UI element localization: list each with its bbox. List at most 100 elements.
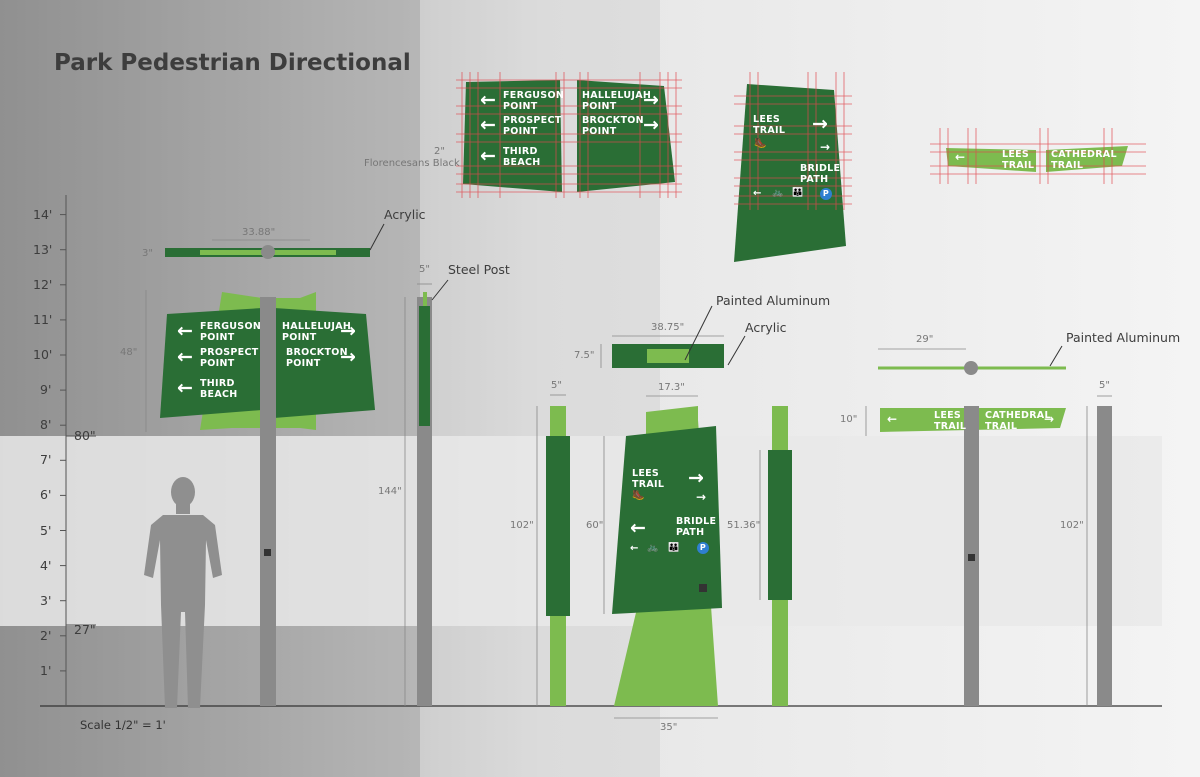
sign4-arrow-bridle: ←: [630, 517, 646, 539]
sign6-arrow-left: ←: [887, 412, 898, 426]
sign1-post: [260, 297, 276, 706]
sign5-panel: [768, 450, 792, 600]
scale-label: 9': [40, 382, 52, 398]
sign4-family-icon: 👪: [668, 543, 680, 553]
sign6-plan-post: [964, 361, 978, 375]
sign4-bike-icon: 🚲: [647, 543, 659, 553]
type-size-note: 2": [434, 146, 445, 157]
sign1-dest-third: THIRD BEACH: [200, 378, 238, 400]
detail2-family-icon: 👪: [792, 188, 804, 198]
sign6-dest-cathedral: CATHEDRAL TRAIL: [985, 410, 1051, 432]
sign1-right-panel: [274, 308, 375, 418]
lower-mark-label: 27": [74, 622, 96, 637]
detail3-dest-lees: LEES TRAIL: [1002, 149, 1035, 171]
steel-post-leader: [431, 279, 449, 301]
sign1-arrow-hallelujah: →: [340, 320, 356, 342]
acrylic-leader-1: [369, 223, 385, 251]
scale-label: 2': [40, 627, 52, 643]
dim-c: 48": [120, 347, 138, 358]
sign4-dest-lees: LEES TRAIL: [632, 468, 665, 490]
scale-label: 5': [40, 522, 52, 538]
sign4-arrow-lees: →: [688, 467, 704, 489]
detail2-arrow-icons: ←: [753, 188, 762, 199]
dim-g: 7.5": [574, 350, 595, 361]
aluminum-leader-2: [1049, 345, 1063, 367]
dim-m: 35": [660, 722, 678, 733]
dim-q: 102": [1060, 520, 1084, 531]
scale-label: 10': [33, 347, 53, 362]
sign1-dest-brockton: BROCKTON POINT: [286, 347, 348, 369]
scale-label: 4': [40, 557, 52, 573]
material-label-aluminum-1: Painted Aluminum: [716, 293, 831, 308]
dim-d: 5": [419, 264, 430, 275]
scale-label: 8': [40, 417, 52, 433]
dim-k: 60": [586, 520, 604, 531]
detail1-arrow-brockton: →: [643, 114, 659, 136]
sign4-arrow-icons: ←: [630, 543, 639, 554]
material-label-steel-post: Steel Post: [448, 262, 510, 277]
sign1-left-panel: [160, 308, 262, 418]
sign4-qr-code: [699, 584, 707, 592]
dim-h: 5": [551, 380, 562, 391]
detail1-right-panel: [577, 80, 675, 192]
material-label-acrylic-1: Acrylic: [384, 207, 426, 222]
scale-label: 6': [40, 487, 52, 503]
sign2-side-panel: [419, 306, 430, 426]
dim-n: 29": [916, 334, 934, 345]
detail1-arrow-prospect: ←: [480, 114, 496, 136]
sign1-arrow-prospect: ←: [177, 346, 193, 368]
sign2-cap: [423, 292, 427, 306]
acrylic-leader-2: [727, 335, 746, 366]
detail1-arrow-third: ←: [480, 145, 496, 167]
sign4-hiker-icon: 🥾: [632, 490, 645, 501]
upper-mark-label: 80": [74, 428, 96, 443]
material-label-aluminum-2: Painted Aluminum: [1066, 330, 1181, 345]
dim-o: 10": [840, 414, 858, 425]
sign1-dest-prospect: PROSPECT POINT: [200, 347, 259, 369]
detail1-arrow-ferguson: ←: [480, 89, 496, 111]
sign7-post: [1097, 406, 1112, 706]
detail1-dest-ferguson: FERGUSON POINT: [503, 90, 565, 112]
person-silhouette: [144, 477, 222, 708]
sign6-qr-code: [968, 554, 975, 561]
dim-b: 3": [142, 248, 153, 259]
detail1-dest-prospect: PROSPECT POINT: [503, 115, 562, 137]
scale-note: Scale 1/2" = 1': [80, 718, 166, 732]
scale-label: 1': [40, 662, 52, 678]
dim-i: 17.3": [658, 382, 685, 393]
aluminum-leader-1: [684, 305, 713, 361]
dim-p: 5": [1099, 380, 1110, 391]
sign1-dest-hallelujah: HALLELUJAH POINT: [282, 321, 352, 343]
detail2-bike-icon: 🚲: [772, 188, 784, 198]
sign4-panel: [612, 426, 722, 614]
sign1-qr-code: [264, 549, 271, 556]
detail3-arrow-left: ←: [955, 150, 966, 164]
scale-label: 3': [40, 592, 52, 608]
detail3-right-blade: [1046, 146, 1128, 172]
detail2-arrow-small: →: [820, 140, 831, 154]
layout-guide-grid: [456, 72, 1146, 210]
detail1-left-panel: [463, 80, 562, 192]
sign4-arrow-small: →: [696, 490, 707, 504]
detail3-dest-cathedral: CATHEDRAL TRAIL: [1051, 149, 1117, 171]
scale-label: 14': [33, 206, 53, 222]
scale-label: 13': [33, 241, 53, 257]
sign1-arrow-ferguson: ←: [177, 320, 193, 342]
sign3-panel: [546, 436, 570, 616]
sign1-arrow-third: ←: [177, 377, 193, 399]
sign6-dest-lees: LEES TRAIL: [934, 410, 967, 432]
sign6-arrow-right: →: [1044, 412, 1055, 426]
dim-e: 144": [378, 486, 402, 497]
sign1-arrow-brockton: →: [340, 346, 356, 368]
detail2-hiker-icon: 🥾: [754, 138, 767, 149]
detail2-dest-lees: LEES TRAIL: [753, 114, 786, 136]
scale-label: 12': [33, 276, 53, 292]
type-font-note: Florencesans Black: [364, 158, 460, 169]
detail2-panel: [734, 84, 846, 262]
scale-label: 11': [33, 311, 53, 327]
page-title: Park Pedestrian Directional: [54, 50, 411, 76]
sign1-dest-ferguson: FERGUSON POINT: [200, 321, 262, 343]
dim-a: 33.88": [242, 227, 276, 238]
detail1-dest-third: THIRD BEACH: [503, 146, 541, 168]
